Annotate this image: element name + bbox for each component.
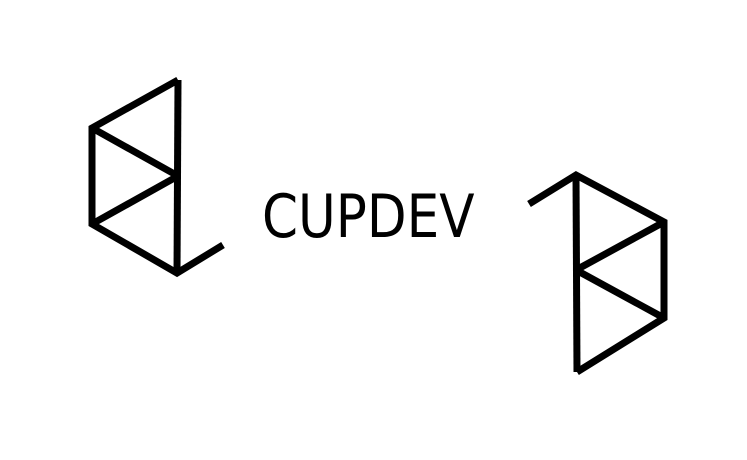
brand-wordmark: CUPDEV	[262, 182, 475, 252]
left-geometric-mark-icon	[88, 76, 225, 278]
right-geometric-mark-icon	[527, 170, 668, 375]
